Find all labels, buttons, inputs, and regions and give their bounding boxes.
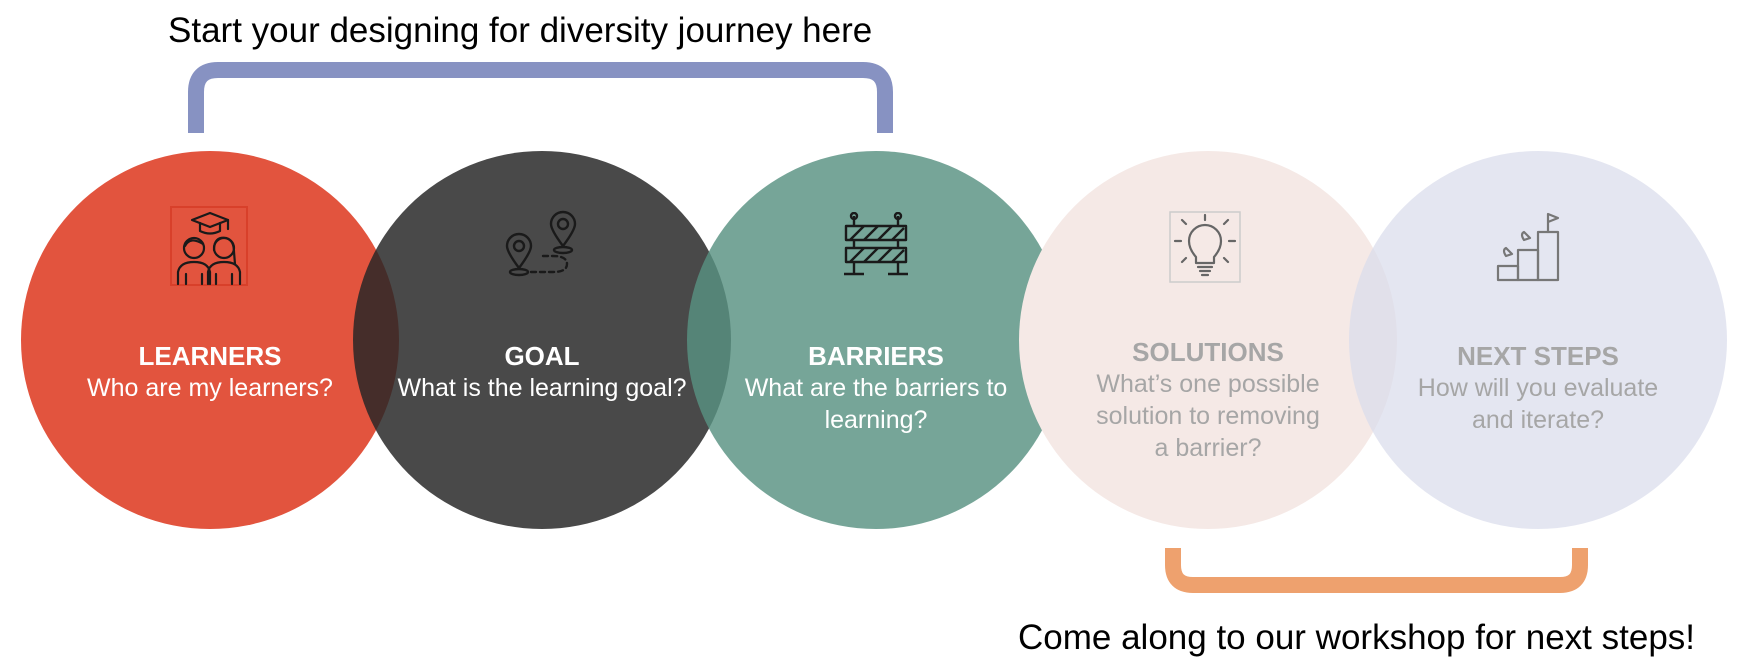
lightbulb-icon [1169, 211, 1241, 283]
road-barrier-icon [844, 212, 908, 276]
circle-goal [353, 151, 731, 529]
circle-solutions [1019, 151, 1397, 529]
step-subtitle: Who are my learners? [87, 374, 333, 402]
step-title: LEARNERS [138, 341, 282, 371]
step-subtitle: What’s one possible solution to removing… [1096, 370, 1320, 462]
top-headline: Start your designing for diversity journ… [168, 11, 873, 50]
step-solutions: SOLUTIONS What’s one possible solution t… [1058, 336, 1358, 464]
map-pins-icon [505, 210, 577, 277]
step-title: NEXT STEPS [1457, 341, 1619, 371]
step-subtitle: What is the learning goal? [397, 374, 687, 402]
step-title: BARRIERS [808, 341, 944, 371]
step-barriers: BARRIERS What are the barriers to learni… [711, 340, 1041, 436]
circle-barriers [687, 151, 1065, 529]
step-title: GOAL [504, 341, 580, 371]
step-subtitle: What are the barriers to learning? [744, 374, 1008, 434]
circle-next-steps [1349, 151, 1727, 529]
learners-icon [170, 206, 248, 286]
step-subtitle: How will you evaluate and iterate? [1417, 374, 1659, 434]
bottom-headline: Come along to our workshop for next step… [1018, 618, 1696, 657]
step-learners: LEARNERS Who are my learners? [45, 340, 375, 404]
step-goal: GOAL What is the learning goal? [392, 340, 692, 404]
stairs-flag-icon [1496, 212, 1560, 282]
step-title: SOLUTIONS [1132, 337, 1284, 367]
step-next-steps: NEXT STEPS How will you evaluate and ite… [1388, 340, 1688, 436]
